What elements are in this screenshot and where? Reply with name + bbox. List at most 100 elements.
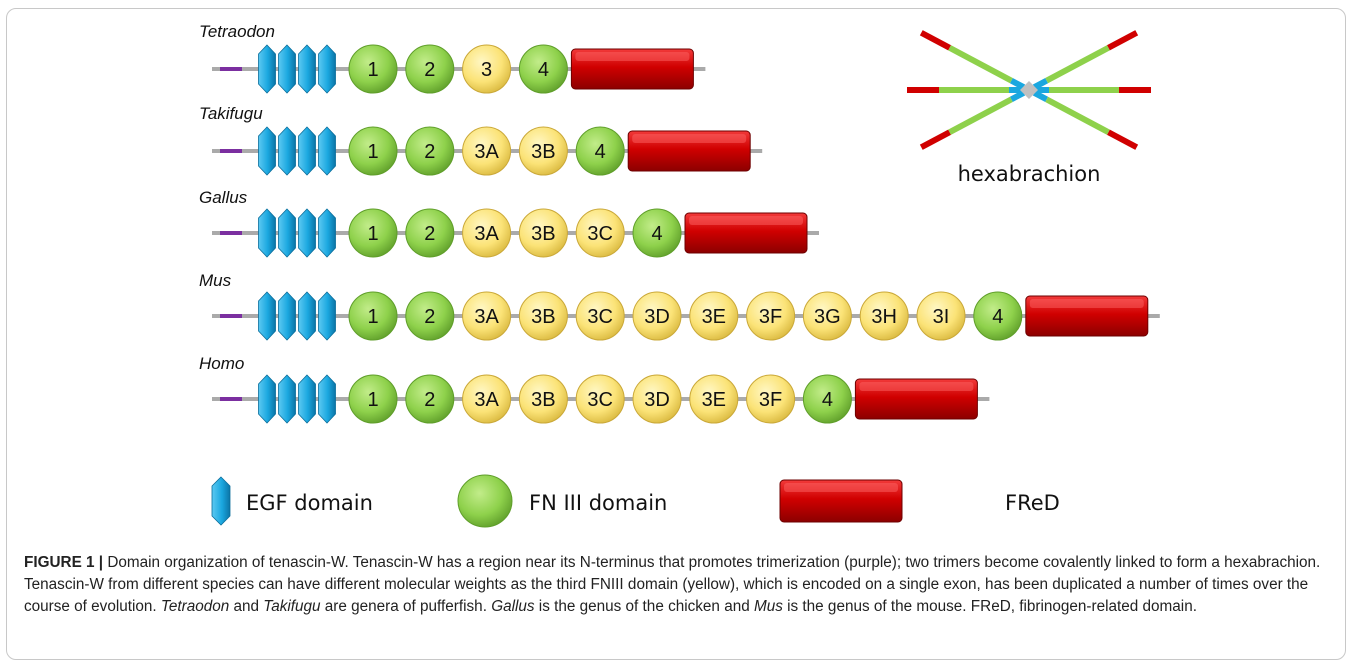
fn-circle <box>802 291 852 341</box>
fn-label: 3G <box>814 306 841 328</box>
fn3-domain: 3B <box>518 208 568 258</box>
fn-label: 3F <box>759 306 782 328</box>
fn3-domain: 3B <box>518 291 568 341</box>
fn-circle <box>802 374 852 424</box>
fn-circle <box>518 208 568 258</box>
egf-domain <box>298 374 316 424</box>
fn3-domain: 1 <box>348 44 398 94</box>
egf-domain <box>258 374 276 424</box>
legend-fn3: FN III domain <box>457 474 667 528</box>
fn-circle <box>405 208 455 258</box>
fn-circle <box>462 208 512 258</box>
egf-icon <box>211 476 231 526</box>
fred-icon <box>779 479 903 523</box>
fn-label: 3 <box>481 59 492 81</box>
species-name: Tetraodon <box>199 22 275 41</box>
egf-domain <box>258 44 276 94</box>
fn-label: 3B <box>531 306 555 328</box>
fn-label: 3E <box>702 306 726 328</box>
fn3-domain: 3H <box>859 291 909 341</box>
egf-domain <box>258 126 276 176</box>
fn-circle <box>405 374 455 424</box>
fn-label: 3A <box>474 306 499 328</box>
fn3-icon <box>457 474 513 528</box>
fn-label: 3A <box>474 223 499 245</box>
fn-label: 4 <box>992 306 1003 328</box>
fn-circle <box>859 291 909 341</box>
fn-label: 4 <box>651 223 662 245</box>
fn3-domain: 2 <box>405 208 455 258</box>
fn-label: 3F <box>759 389 782 411</box>
hexabrachion-arm <box>919 90 1026 150</box>
egf-domain <box>278 374 296 424</box>
hexabrachion-label: hexabrachion <box>958 162 1101 186</box>
fn-label: 3D <box>644 306 670 328</box>
fn-circle <box>632 208 682 258</box>
caption-text-3: are genera of pufferfish. <box>320 598 492 615</box>
fn-circle <box>518 44 568 94</box>
egf-domain <box>318 374 336 424</box>
fn3-domain: 3E <box>689 374 739 424</box>
egf-domain <box>278 44 296 94</box>
fn-circle <box>746 291 796 341</box>
egf-domain <box>258 208 276 258</box>
fn-circle <box>348 44 398 94</box>
fn-label: 4 <box>538 59 549 81</box>
hexabrachion-core <box>1020 81 1038 99</box>
hexabrachion-figure: hexabrachion <box>907 30 1151 186</box>
legend-fred-label: FReD <box>1005 491 1060 515</box>
caption-italic-4: Mus <box>753 598 783 615</box>
fn-label: 4 <box>822 389 833 411</box>
fn3-domain: 1 <box>348 291 398 341</box>
egf-domain <box>318 126 336 176</box>
fn-circle <box>632 291 682 341</box>
caption-italic-1: Tetraodon <box>160 598 230 615</box>
fred-domain <box>854 378 978 420</box>
fn-circle <box>348 126 398 176</box>
legend-fred: FReD <box>779 479 1060 523</box>
fn-label: 2 <box>424 141 435 163</box>
fn-circle <box>405 44 455 94</box>
egf-domain <box>258 291 276 341</box>
fred-domain <box>684 212 808 254</box>
fn-circle <box>518 291 568 341</box>
fn-circle <box>575 291 625 341</box>
fn-label: 4 <box>595 141 606 163</box>
caption-text-2: and <box>229 598 264 615</box>
fn-label: 3H <box>871 306 897 328</box>
fn3-domain: 4 <box>518 44 568 94</box>
fn3-domain: 1 <box>348 208 398 258</box>
caption-text-4: is the genus of the chicken and <box>534 598 754 615</box>
caption-italic-2: Takifugu <box>263 598 321 615</box>
fn3-domain: 4 <box>802 374 852 424</box>
fn-label: 2 <box>424 223 435 245</box>
fn-circle <box>462 44 512 94</box>
fn-circle <box>348 208 398 258</box>
fn-label: 3B <box>531 141 555 163</box>
fn-circle <box>518 374 568 424</box>
fn-label: 2 <box>424 306 435 328</box>
fn-label: 1 <box>367 141 378 163</box>
egf-domain <box>318 208 336 258</box>
fn3-domain: 3G <box>802 291 852 341</box>
fn-circle <box>575 208 625 258</box>
fn-label: 1 <box>367 306 378 328</box>
fn-label: 3C <box>587 223 613 245</box>
fred-domain <box>570 48 694 90</box>
species-name: Homo <box>199 354 244 373</box>
fn-label: 3B <box>531 389 555 411</box>
fn3-domain: 3D <box>632 374 682 424</box>
fn3-domain: 3E <box>689 291 739 341</box>
fn3-domain: 3A <box>462 208 512 258</box>
fn-label: 2 <box>424 59 435 81</box>
fn3-domain: 1 <box>348 126 398 176</box>
fn-circle <box>348 374 398 424</box>
caption-italic-3: Gallus <box>491 598 535 615</box>
fn3-domain: 3F <box>746 291 796 341</box>
egf-domain <box>298 44 316 94</box>
fn3-domain: 2 <box>405 291 455 341</box>
